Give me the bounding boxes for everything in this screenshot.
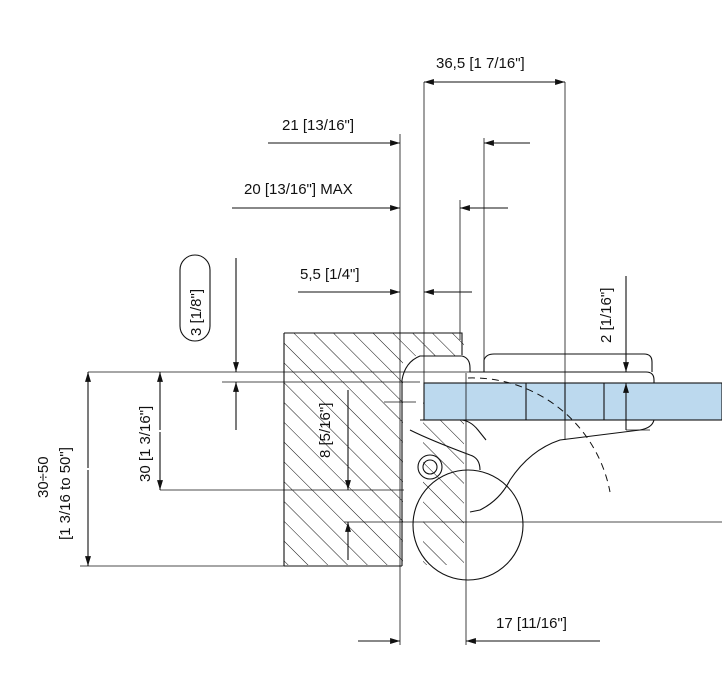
dim-5-5: 5,5 [1/4"] [298, 266, 472, 295]
svg-text:8 [5/16"]: 8 [5/16"] [317, 403, 334, 458]
svg-text:17 [11/16"]: 17 [11/16"] [496, 615, 567, 632]
dim-17: 17 [11/16"] [358, 615, 600, 644]
dim-20-max: 20 [13/16"] MAX [232, 181, 508, 211]
hinge-pivot-cylinder [412, 469, 524, 581]
svg-text:[1 3/16 to 50"]: [1 3/16 to 50"] [57, 447, 74, 540]
svg-text:21 [13/16"]: 21 [13/16"] [282, 117, 354, 134]
svg-text:36,5 [1 7/16"]: 36,5 [1 7/16"] [436, 55, 525, 72]
dim-21: 21 [13/16"] [268, 117, 530, 146]
svg-text:30 [1 3/16"]: 30 [1 3/16"] [137, 406, 154, 482]
dim-2: 2 [1/16"] [598, 276, 629, 430]
svg-text:2 [1/16"]: 2 [1/16"] [598, 288, 615, 343]
glass-panel [423, 382, 722, 421]
dim-36-5: 36,5 [1 7/16"] [424, 55, 565, 85]
screw-outer [417, 454, 443, 480]
svg-text:20 [13/16"] MAX: 20 [13/16"] MAX [244, 181, 353, 198]
svg-text:3 [1/8"]: 3 [1/8"] [188, 289, 205, 336]
frame-section [283, 332, 473, 567]
dim-8: 8 [5/16"] [317, 390, 351, 560]
svg-text:30÷50: 30÷50 [35, 456, 52, 498]
swing-arc [467, 377, 611, 493]
dim-3: 3 [1/8"] [179, 254, 239, 430]
dim-30-50: 30÷50 [1 3/16 to 50"] [35, 372, 91, 566]
dim-30: 30 [1 3/16"] [137, 372, 163, 490]
svg-text:5,5 [1/4"]: 5,5 [1/4"] [300, 266, 360, 283]
screw-head [422, 459, 438, 475]
